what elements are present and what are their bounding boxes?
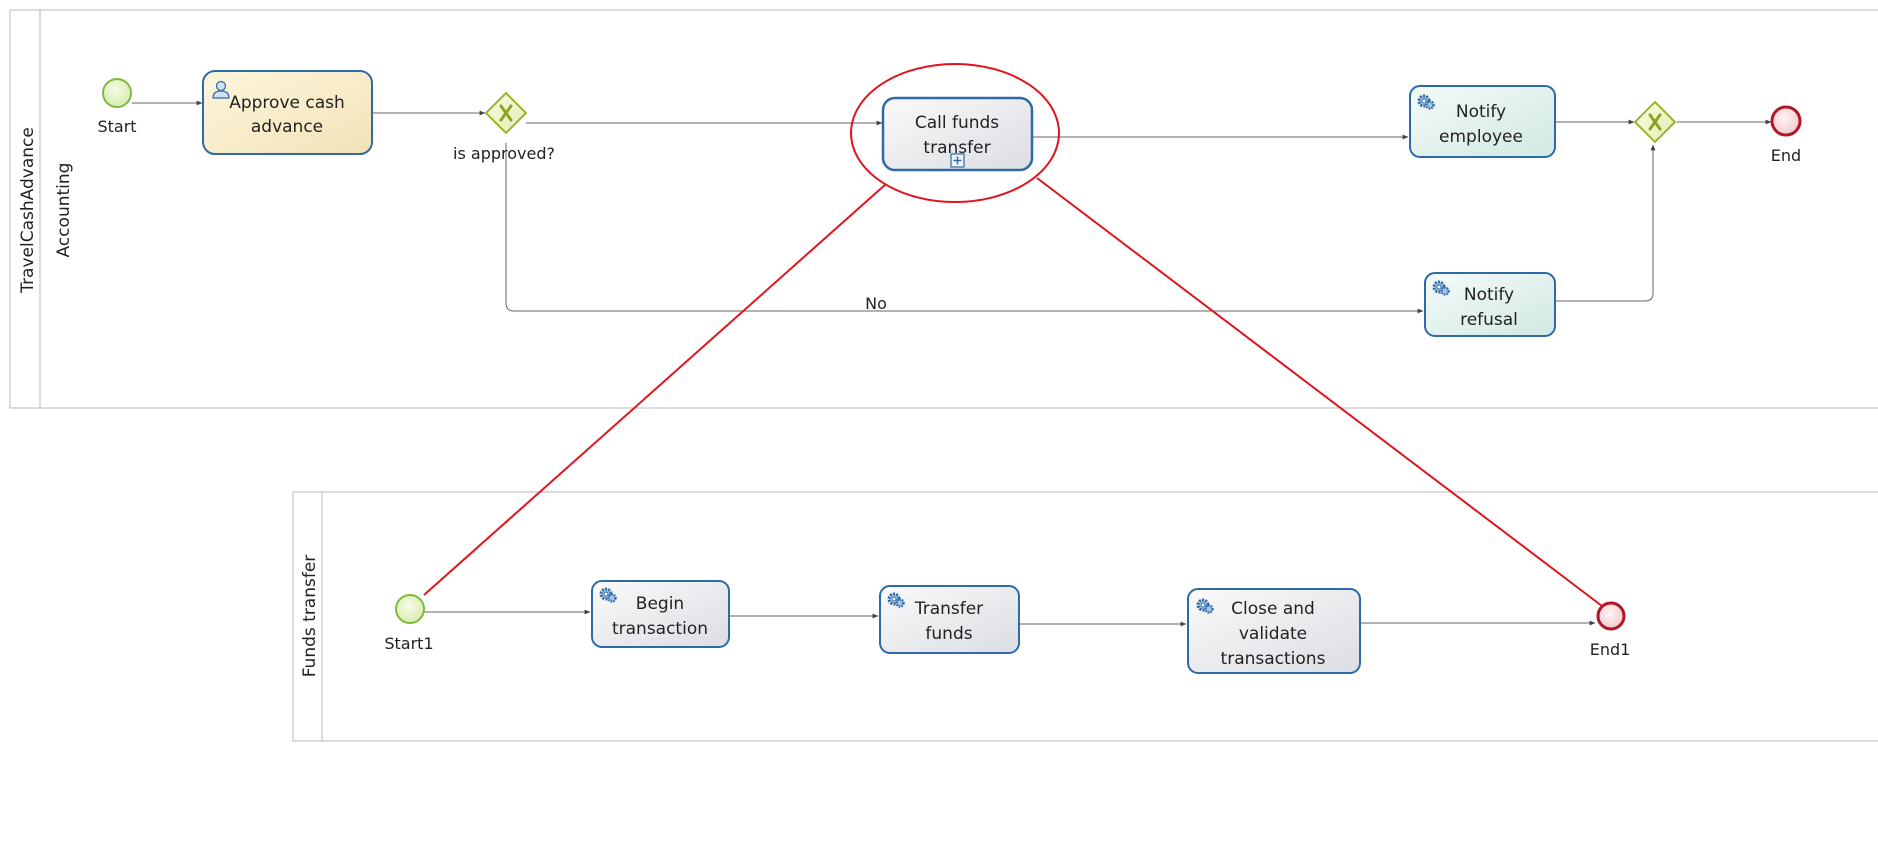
x-icon <box>499 104 513 122</box>
highlight-line-right <box>1036 177 1603 607</box>
gear-icon <box>1417 94 1435 110</box>
exclusive-gateway-is-approved[interactable] <box>484 91 528 135</box>
task-close-and-validate-transactions[interactable]: Close and validate transactions <box>1187 588 1361 674</box>
task-label-line: transfer <box>923 138 990 158</box>
task-approve-cash-advance[interactable]: Approve cash advance <box>202 70 373 155</box>
task-label-line: advance <box>251 117 323 137</box>
highlight-annotation <box>423 63 1603 607</box>
start-event-1[interactable] <box>395 594 425 624</box>
gear-icon <box>887 592 905 608</box>
user-icon <box>212 80 230 99</box>
task-label-line: funds <box>925 624 972 644</box>
flow-notify-refusal-to-merge[interactable] <box>1555 144 1656 302</box>
gear-icon <box>1432 280 1450 296</box>
flow-label-no: No <box>865 294 887 313</box>
pool-name-label: TravelCashAdvance <box>18 127 38 294</box>
highlight-line-left <box>423 183 887 596</box>
highlight-ellipse <box>850 63 1060 203</box>
task-label-line: Call funds <box>915 113 999 133</box>
exclusive-gateway-merge[interactable] <box>1633 100 1677 144</box>
call-activity-call-funds-transfer[interactable]: Call funds transfer <box>881 96 1034 172</box>
task-notify-employee[interactable]: Notify employee <box>1409 85 1556 158</box>
task-label-line: Notify <box>1456 102 1506 122</box>
gear-icon <box>599 587 617 603</box>
start-event-label: Start <box>97 117 136 136</box>
start-event[interactable] <box>102 78 132 108</box>
task-label-line: transactions <box>1221 649 1326 669</box>
task-label-line: Transfer <box>914 599 983 619</box>
task-label-line: validate <box>1239 624 1307 644</box>
task-begin-transaction[interactable]: Begin transaction <box>591 580 730 648</box>
task-label-line: Close and <box>1231 599 1315 619</box>
plus-box-icon[interactable] <box>950 153 965 168</box>
pool-travel-cash-advance[interactable]: TravelCashAdvance Accounting <box>9 9 1878 409</box>
task-label-line: Approve cash <box>229 93 345 113</box>
task-notify-refusal[interactable]: Notify refusal <box>1424 272 1556 337</box>
sequence-flows-main <box>132 100 1772 314</box>
end-event-1[interactable] <box>1596 601 1626 631</box>
pool-name-label: Funds transfer <box>300 555 320 678</box>
task-label-line: Notify <box>1464 285 1514 305</box>
start-event-1-label: Start1 <box>384 634 433 653</box>
task-transfer-funds[interactable]: Transfer funds <box>879 585 1020 654</box>
lane-name-label: Accounting <box>54 163 74 258</box>
sequence-flows-sub <box>424 609 1596 627</box>
end-event[interactable] <box>1770 105 1802 137</box>
task-label-line: refusal <box>1460 310 1518 330</box>
task-label-line: Begin <box>636 594 684 614</box>
end-event-1-label: End1 <box>1590 640 1631 659</box>
gateway-label: is approved? <box>453 144 555 163</box>
task-label-line: transaction <box>612 619 708 639</box>
flow-no-to-notify-refusal[interactable] <box>505 143 1424 314</box>
end-event-label: End <box>1771 146 1801 165</box>
gear-icon <box>1196 598 1214 614</box>
pool-funds-transfer[interactable]: Funds transfer <box>292 491 1878 742</box>
x-icon <box>1648 113 1662 131</box>
task-label-line: employee <box>1439 127 1523 147</box>
